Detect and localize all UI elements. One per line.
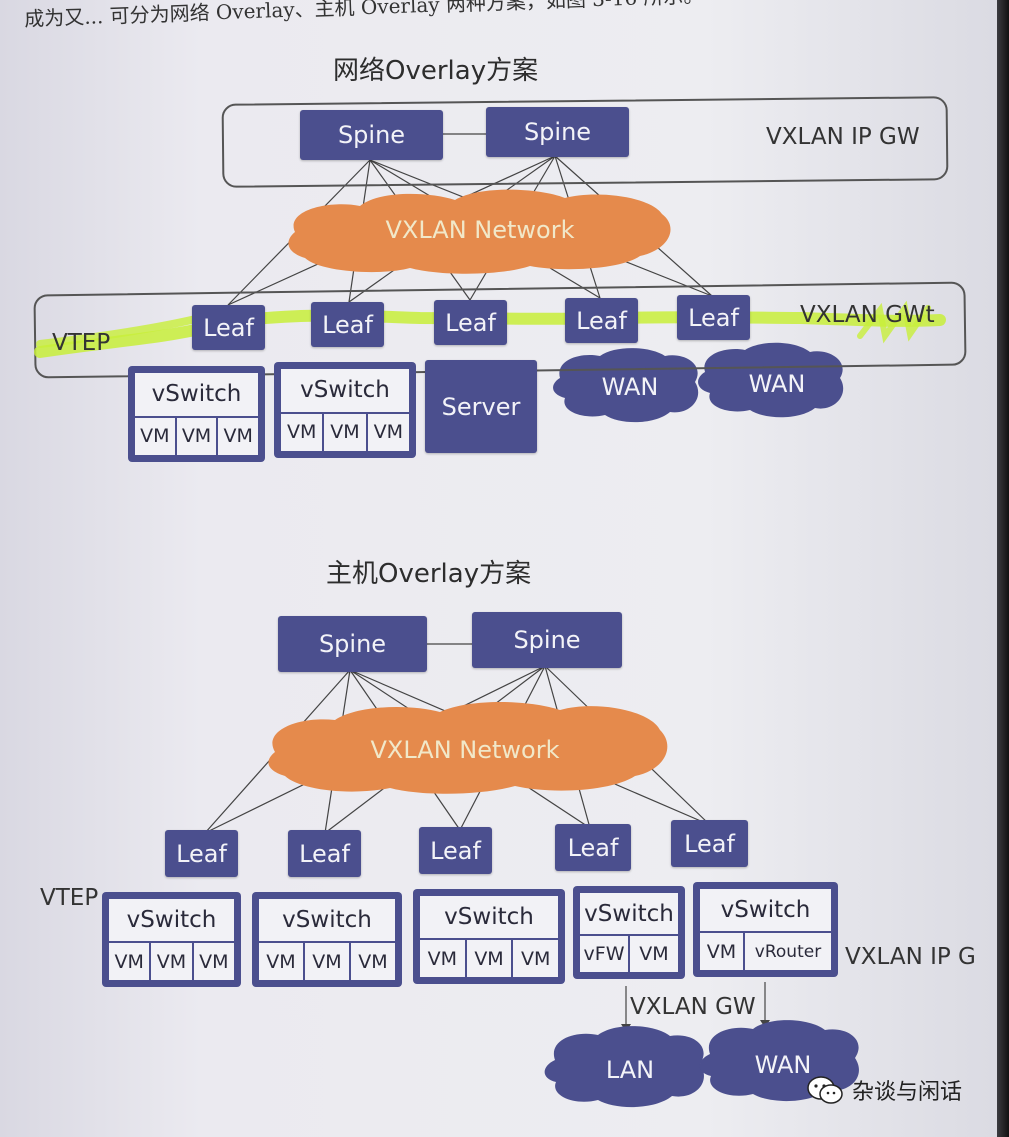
vm-cell: VM xyxy=(149,943,191,980)
vm-cell: VM xyxy=(365,413,409,451)
vm-cell: VM xyxy=(349,943,395,980)
vm-cell: VM xyxy=(114,950,144,973)
leaf-node-2: Leaf xyxy=(311,302,384,347)
spine-node-4: Spine xyxy=(472,612,622,668)
spine-node-2: Spine xyxy=(486,107,629,157)
vswitch-group-bottom-4: vSwitch vFW VM xyxy=(573,886,685,979)
spine-node-1: Spine xyxy=(300,110,443,160)
leaf-node-8: Leaf xyxy=(419,827,492,874)
vm-cell: VM xyxy=(322,413,365,451)
lan-label: LAN xyxy=(605,1056,655,1084)
server-node: Server xyxy=(425,360,537,453)
leaf-node-3: Leaf xyxy=(434,300,507,345)
wan-label-1: WAN xyxy=(601,373,659,401)
lan-cloud xyxy=(544,1026,704,1108)
vm-cell: VM xyxy=(464,940,512,977)
vm-cell: VM xyxy=(706,940,737,963)
vm-cell: VM xyxy=(191,943,234,980)
vxlan-gwt-label: VXLAN GWt xyxy=(800,302,935,328)
network-overlay-title: 网络Overlay方案 xyxy=(333,56,539,86)
vxlan-network-cloud-bottom xyxy=(268,702,668,794)
vswitch-label: vSwitch xyxy=(700,889,831,934)
vswitch-label: vSwitch xyxy=(259,899,395,944)
vswitch-group-bottom-3: vSwitch VM VM VM xyxy=(413,889,565,984)
vfw-cell: vFW xyxy=(583,943,625,966)
vswitch-label: vSwitch xyxy=(580,893,678,937)
vxlan-network-cloud-top xyxy=(288,189,671,274)
vswitch-group-bottom-5: vSwitch VM vRouter xyxy=(693,882,838,977)
vtep-label-bottom: VTEP xyxy=(40,885,99,911)
vm-cell: VM xyxy=(216,417,258,455)
page-edge-shadow xyxy=(997,0,1009,1137)
vswitch-group-top-2: vSwitch VM VM VM xyxy=(274,362,416,458)
watermark: 杂谈与闲话 xyxy=(806,1074,962,1106)
watermark-text: 杂谈与闲话 xyxy=(852,1080,963,1105)
vswitch-label: vSwitch xyxy=(135,373,258,418)
vxlan-gw-label: VXLAN GW xyxy=(630,994,756,1020)
vm-cell: VM xyxy=(286,421,317,444)
vm-cell: VM xyxy=(266,950,296,973)
vswitch-label: vSwitch xyxy=(109,899,234,944)
vxlan-ip-gw-label-bottom: VXLAN IP G xyxy=(845,944,976,970)
vxlan-network-label-top: VXLAN Network xyxy=(385,216,575,244)
vm-cell: VM xyxy=(628,936,678,972)
host-overlay-title: 主机Overlay方案 xyxy=(326,559,532,589)
vswitch-label: vSwitch xyxy=(420,896,558,941)
leaf-node-1: Leaf xyxy=(192,305,265,350)
leaf-node-4: Leaf xyxy=(565,298,638,343)
wan-cloud-2 xyxy=(698,342,844,418)
leaf-node-6: Leaf xyxy=(165,830,238,877)
spine-node-3: Spine xyxy=(278,616,427,672)
wan-label-bottom: WAN xyxy=(754,1051,812,1079)
wan-label-2: WAN xyxy=(748,370,806,398)
vrouter-cell: vRouter xyxy=(743,933,831,970)
vxlan-ip-gw-label: VXLAN IP GW xyxy=(766,124,920,150)
vm-cell: VM xyxy=(427,947,458,970)
vswitch-group-top-1: vSwitch VM VM VM xyxy=(128,366,265,462)
leaf-node-5: Leaf xyxy=(677,295,750,340)
vswitch-group-bottom-2: vSwitch VM VM VM xyxy=(252,892,402,987)
vm-cell: VM xyxy=(140,425,170,448)
vtep-label-top: VTEP xyxy=(52,330,111,356)
leaf-node-9: Leaf xyxy=(555,824,631,871)
wechat-icon xyxy=(807,1076,843,1104)
vxlan-network-label-bottom: VXLAN Network xyxy=(370,736,560,764)
leaf-node-10: Leaf xyxy=(671,820,748,867)
vm-cell: VM xyxy=(303,943,349,980)
leaf-node-7: Leaf xyxy=(288,830,361,877)
vswitch-label: vSwitch xyxy=(281,369,409,414)
vm-cell: VM xyxy=(174,417,217,455)
vm-cell: VM xyxy=(511,940,558,977)
wan-cloud-1 xyxy=(553,348,699,423)
vswitch-group-bottom-1: vSwitch VM VM VM xyxy=(102,892,241,987)
